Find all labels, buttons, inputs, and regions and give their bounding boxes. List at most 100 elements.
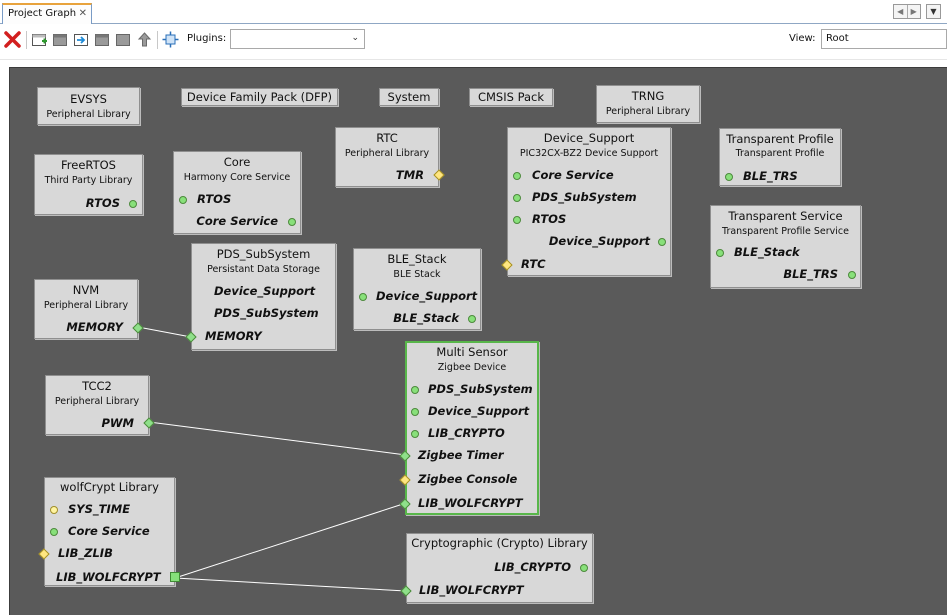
node-trng[interactable]: TRNG Peripheral Library xyxy=(596,85,700,123)
connection-lines xyxy=(137,326,407,592)
node-evsys[interactable]: EVSYS Peripheral Library xyxy=(37,87,140,125)
port-label: Device_Support xyxy=(214,284,316,298)
port-connector-icon[interactable] xyxy=(129,200,137,208)
add-to-group-icon[interactable] xyxy=(52,31,69,48)
chevron-right-icon[interactable]: ▶ xyxy=(910,7,917,16)
ungroup-icon[interactable] xyxy=(115,31,132,48)
delete-icon[interactable] xyxy=(4,31,21,48)
node-title: Multi Sensor xyxy=(436,345,508,359)
port-label: MEMORY xyxy=(205,329,262,343)
port-label: BLE_TRS xyxy=(783,267,838,281)
node-title: BLE_Stack xyxy=(387,252,447,266)
port-label: BLE_Stack xyxy=(734,245,800,259)
port-connector-icon[interactable] xyxy=(580,564,588,572)
node-title: CMSIS Pack xyxy=(477,90,545,104)
node-title: Transparent Service xyxy=(728,209,843,223)
node-rtc[interactable]: RTC Peripheral Library TMR xyxy=(335,127,445,187)
tab-project-graph[interactable]: Project Graph ✕ xyxy=(2,3,92,24)
port-connector-icon[interactable] xyxy=(359,293,367,301)
port-connector-icon[interactable] xyxy=(179,196,187,204)
chevron-left-icon[interactable]: ◀ xyxy=(894,5,908,18)
port-label: Core Service xyxy=(68,524,150,538)
node-device-support[interactable]: Device_Support PIC32CX-BZ2 Device Suppor… xyxy=(501,127,671,276)
toolbar: Plugins: ⌄ View: Root xyxy=(0,25,947,55)
port-label: SYS_TIME xyxy=(68,502,131,516)
port-label: LIB_WOLFCRYPT xyxy=(418,496,523,510)
node-title: EVSYS xyxy=(70,92,107,106)
node-transparent-profile[interactable]: Transparent Profile Transparent Profile … xyxy=(719,128,841,186)
port-label: Core Service xyxy=(196,214,278,228)
node-nvm[interactable]: NVM Peripheral Library MEMORY xyxy=(34,279,144,339)
link-wolfcrypt-multisensor xyxy=(174,502,407,579)
port-connector-icon[interactable] xyxy=(411,386,419,394)
port-label: PDS_SubSystem xyxy=(214,306,319,320)
auto-arrange-icon[interactable] xyxy=(162,31,179,48)
tab-bar: Project Graph ✕ ◀ ▶ ▼ xyxy=(0,0,947,24)
port-connector-icon[interactable] xyxy=(468,315,476,323)
node-title: Device_Support xyxy=(543,131,635,145)
up-arrow-icon[interactable] xyxy=(136,31,153,48)
port-label: BLE_TRS xyxy=(743,169,798,183)
port-label: Device_Support xyxy=(428,404,530,418)
port-connector-icon[interactable] xyxy=(50,528,58,536)
port-connector-icon[interactable] xyxy=(170,572,180,582)
node-ble-stack[interactable]: BLE_Stack BLE Stack Device_Support BLE_S… xyxy=(353,248,481,330)
node-subtitle: Harmony Core Service xyxy=(183,172,291,183)
tab-list-button[interactable]: ▼ xyxy=(926,4,941,19)
toolbar-divider xyxy=(0,59,947,60)
node-title: PDS_SubSystem xyxy=(216,247,311,261)
node-subtitle: Persistant Data Storage xyxy=(207,264,320,275)
plugins-dropdown[interactable]: ⌄ xyxy=(230,29,365,49)
node-title: FreeRTOS xyxy=(61,158,116,172)
node-crypto-library[interactable]: Cryptographic (Crypto) Library LIB_CRYPT… xyxy=(400,533,593,603)
port-connector-icon[interactable] xyxy=(411,430,419,438)
port-label: Zigbee Console xyxy=(418,472,518,486)
port-connector-icon[interactable] xyxy=(513,194,521,202)
remove-from-group-icon[interactable] xyxy=(94,31,111,48)
port-connector-icon[interactable] xyxy=(50,506,58,514)
node-title: RTC xyxy=(376,131,398,145)
node-system[interactable]: System xyxy=(379,88,439,106)
port-label: LIB_CRYPTO xyxy=(494,560,571,574)
close-icon[interactable]: ✕ xyxy=(78,8,87,19)
node-wolfcrypt-library[interactable]: wolfCrypt Library SYS_TIME Core Service … xyxy=(38,477,180,586)
port-connector-icon[interactable] xyxy=(658,238,666,246)
node-subtitle: Transparent Profile Service xyxy=(722,226,849,237)
node-subtitle: Zigbee Device xyxy=(437,362,507,373)
port-label: RTC xyxy=(521,257,546,271)
node-title: Cryptographic (Crypto) Library xyxy=(411,536,588,550)
node-core[interactable]: Core Harmony Core Service RTOS Core Serv… xyxy=(173,151,301,234)
view-label: View: xyxy=(789,33,816,44)
port-connector-icon[interactable] xyxy=(288,218,296,226)
new-group-icon[interactable] xyxy=(31,31,48,48)
port-label: RTOS xyxy=(197,192,232,206)
node-device-family-pack[interactable]: Device Family Pack (DFP) xyxy=(181,88,338,106)
move-into-group-icon[interactable] xyxy=(73,31,90,48)
plugins-label: Plugins: xyxy=(187,33,227,44)
node-tcc2[interactable]: TCC2 Peripheral Library PWM xyxy=(45,375,155,435)
node-title: Device Family Pack (DFP) xyxy=(186,90,333,104)
node-title: NVM xyxy=(72,283,100,297)
node-subtitle: Peripheral Library xyxy=(344,148,430,159)
node-title: System xyxy=(387,90,431,104)
node-pds-subsystem[interactable]: PDS_SubSystem Persistant Data Storage De… xyxy=(185,243,336,350)
node-transparent-service[interactable]: Transparent Service Transparent Profile … xyxy=(710,205,861,288)
node-cmsis-pack[interactable]: CMSIS Pack xyxy=(469,88,553,106)
port-label: RTOS xyxy=(532,212,567,226)
port-connector-icon[interactable] xyxy=(848,271,856,279)
port-connector-icon[interactable] xyxy=(513,172,521,180)
node-subtitle: Transparent Profile xyxy=(735,148,825,159)
chevron-down-icon: ⌄ xyxy=(351,33,359,43)
port-label: LIB_ZLIB xyxy=(58,546,113,560)
graph-canvas[interactable]: EVSYS Peripheral Library Device Family P… xyxy=(9,67,947,615)
port-label: PWM xyxy=(101,416,134,430)
node-subtitle: BLE Stack xyxy=(393,269,441,280)
port-connector-icon[interactable] xyxy=(725,173,733,181)
view-dropdown[interactable]: Root xyxy=(821,29,947,49)
port-connector-icon[interactable] xyxy=(513,216,521,224)
port-connector-icon[interactable] xyxy=(411,408,419,416)
node-freertos[interactable]: FreeRTOS Third Party Library RTOS xyxy=(34,154,143,215)
port-connector-icon[interactable] xyxy=(716,249,724,257)
tab-scroll-buttons: ◀ ▶ xyxy=(893,4,921,19)
node-multi-sensor[interactable]: Multi Sensor Zigbee Device PDS_SubSystem… xyxy=(399,341,539,515)
